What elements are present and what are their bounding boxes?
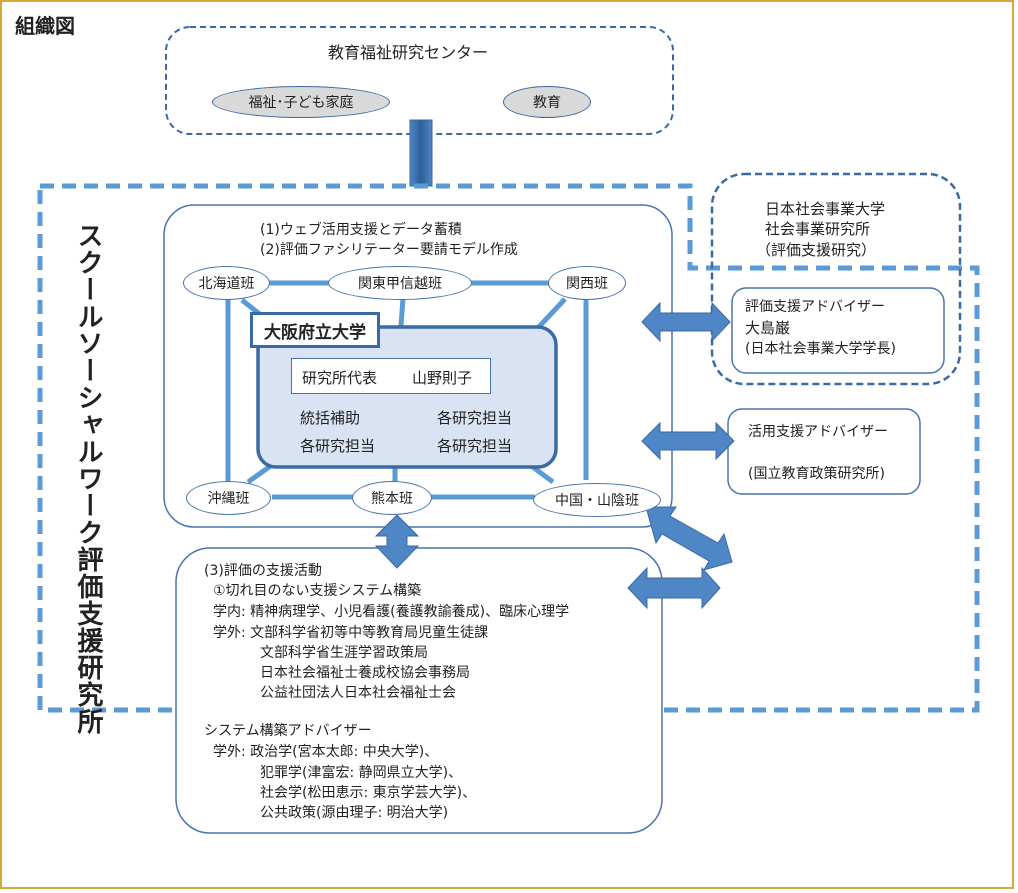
external-line-1: 日本社会事業大学 bbox=[765, 200, 886, 218]
role-research-2: 各研究担当 bbox=[300, 437, 376, 455]
team-chugoku: 中国・山陰班 bbox=[533, 483, 661, 517]
team-kumamoto: 熊本班 bbox=[352, 481, 432, 515]
support-line-12: 公共政策(源由理子: 明治大学) bbox=[260, 805, 449, 821]
support-line-5: 文部科学省生涯学習政策局 bbox=[260, 645, 428, 661]
hub-task-2: (2)評価ファシリテーター要請モデル作成 bbox=[260, 242, 518, 258]
team-kanto-label: 関東甲信越班 bbox=[358, 276, 442, 292]
support-line-1: (3)評価の支援活動 bbox=[204, 563, 322, 579]
team-kanto: 関東甲信越班 bbox=[328, 266, 472, 300]
university-label: 大阪府立大学 bbox=[250, 312, 380, 348]
institute-outline bbox=[37, 183, 980, 713]
center-dept-education-label: 教育 bbox=[533, 95, 561, 111]
arrow-diagonal bbox=[645, 506, 733, 571]
support-line-7: 公益社団法人日本社会福祉士会 bbox=[260, 685, 456, 701]
center-dept-welfare-label: 福祉･子ども家庭 bbox=[248, 95, 354, 111]
institute-title: スクールソーシャルワーク評価支援研究所 bbox=[73, 222, 103, 735]
team-kansai: 関西班 bbox=[548, 266, 626, 300]
role-research-3: 各研究担当 bbox=[437, 437, 513, 455]
advisor1-name: 大島巌 bbox=[745, 319, 791, 337]
arrow-vertical bbox=[374, 514, 420, 569]
team-chugoku-label: 中国・山陰班 bbox=[555, 493, 639, 509]
arrow-support bbox=[627, 566, 721, 610]
advisor2-title: 活用支援アドバイザー bbox=[748, 424, 888, 440]
center-dept-education: 教育 bbox=[503, 86, 591, 118]
support-line-10: 犯罪学(津富宏: 静岡県立大学)、 bbox=[260, 765, 463, 781]
external-line-2: 社会事業研究所 bbox=[765, 220, 871, 238]
advisor1-affil: (日本社会事業大学学長) bbox=[745, 341, 896, 357]
advisor2-affil: (国立教育政策研究所) bbox=[748, 466, 885, 482]
advisor1-box bbox=[731, 287, 945, 374]
hub-task-1: (1)ウェブ活用支援とデータ蓄積 bbox=[260, 222, 462, 238]
external-line-3: （評価支援研究） bbox=[756, 241, 877, 259]
support-line-4: 学外: 文部科学省初等中等教育局児童生徒課 bbox=[213, 625, 489, 641]
director-name: 山野則子 bbox=[412, 369, 473, 387]
support-line-9: 学外: 政治学(宮本太郎: 中央大学)、 bbox=[213, 744, 439, 760]
team-hokkaido-label: 北海道班 bbox=[198, 276, 255, 292]
support-box bbox=[175, 547, 663, 834]
director-label: 研究所代表 bbox=[302, 369, 378, 387]
support-line-6: 日本社会福祉士養成校協会事務局 bbox=[260, 665, 470, 681]
advisor2-box bbox=[727, 408, 921, 495]
support-line-3: 学内: 精神病理学、小児看護(養護教諭養成)、臨床心理学 bbox=[213, 604, 570, 620]
role-assistant: 統括補助 bbox=[300, 409, 361, 427]
team-okinawa: 沖縄班 bbox=[186, 481, 271, 515]
team-hokkaido: 北海道班 bbox=[183, 266, 270, 300]
director-box: 研究所代表 山野則子 bbox=[291, 358, 491, 394]
support-line-8: システム構築アドバイザー bbox=[204, 723, 372, 739]
advisor1-title: 評価支援アドバイザー bbox=[745, 299, 885, 315]
external-box bbox=[710, 172, 962, 386]
center-connector bbox=[409, 119, 433, 187]
team-kansai-label: 関西班 bbox=[566, 276, 608, 292]
support-line-11: 社会学(松田恵示: 東京学芸大学)、 bbox=[260, 785, 477, 801]
arrow-advisor1 bbox=[641, 301, 731, 343]
page-title: 組織図 bbox=[15, 14, 75, 38]
center-name: 教育福祉研究センター bbox=[328, 43, 489, 62]
team-kumamoto-label: 熊本班 bbox=[371, 491, 413, 507]
center-dept-welfare: 福祉･子ども家庭 bbox=[212, 86, 390, 118]
support-line-2: ①切れ目のない支援システム構築 bbox=[213, 583, 422, 599]
role-research-1: 各研究担当 bbox=[437, 409, 513, 427]
arrow-advisor2 bbox=[641, 421, 735, 461]
team-okinawa-label: 沖縄班 bbox=[207, 491, 250, 507]
